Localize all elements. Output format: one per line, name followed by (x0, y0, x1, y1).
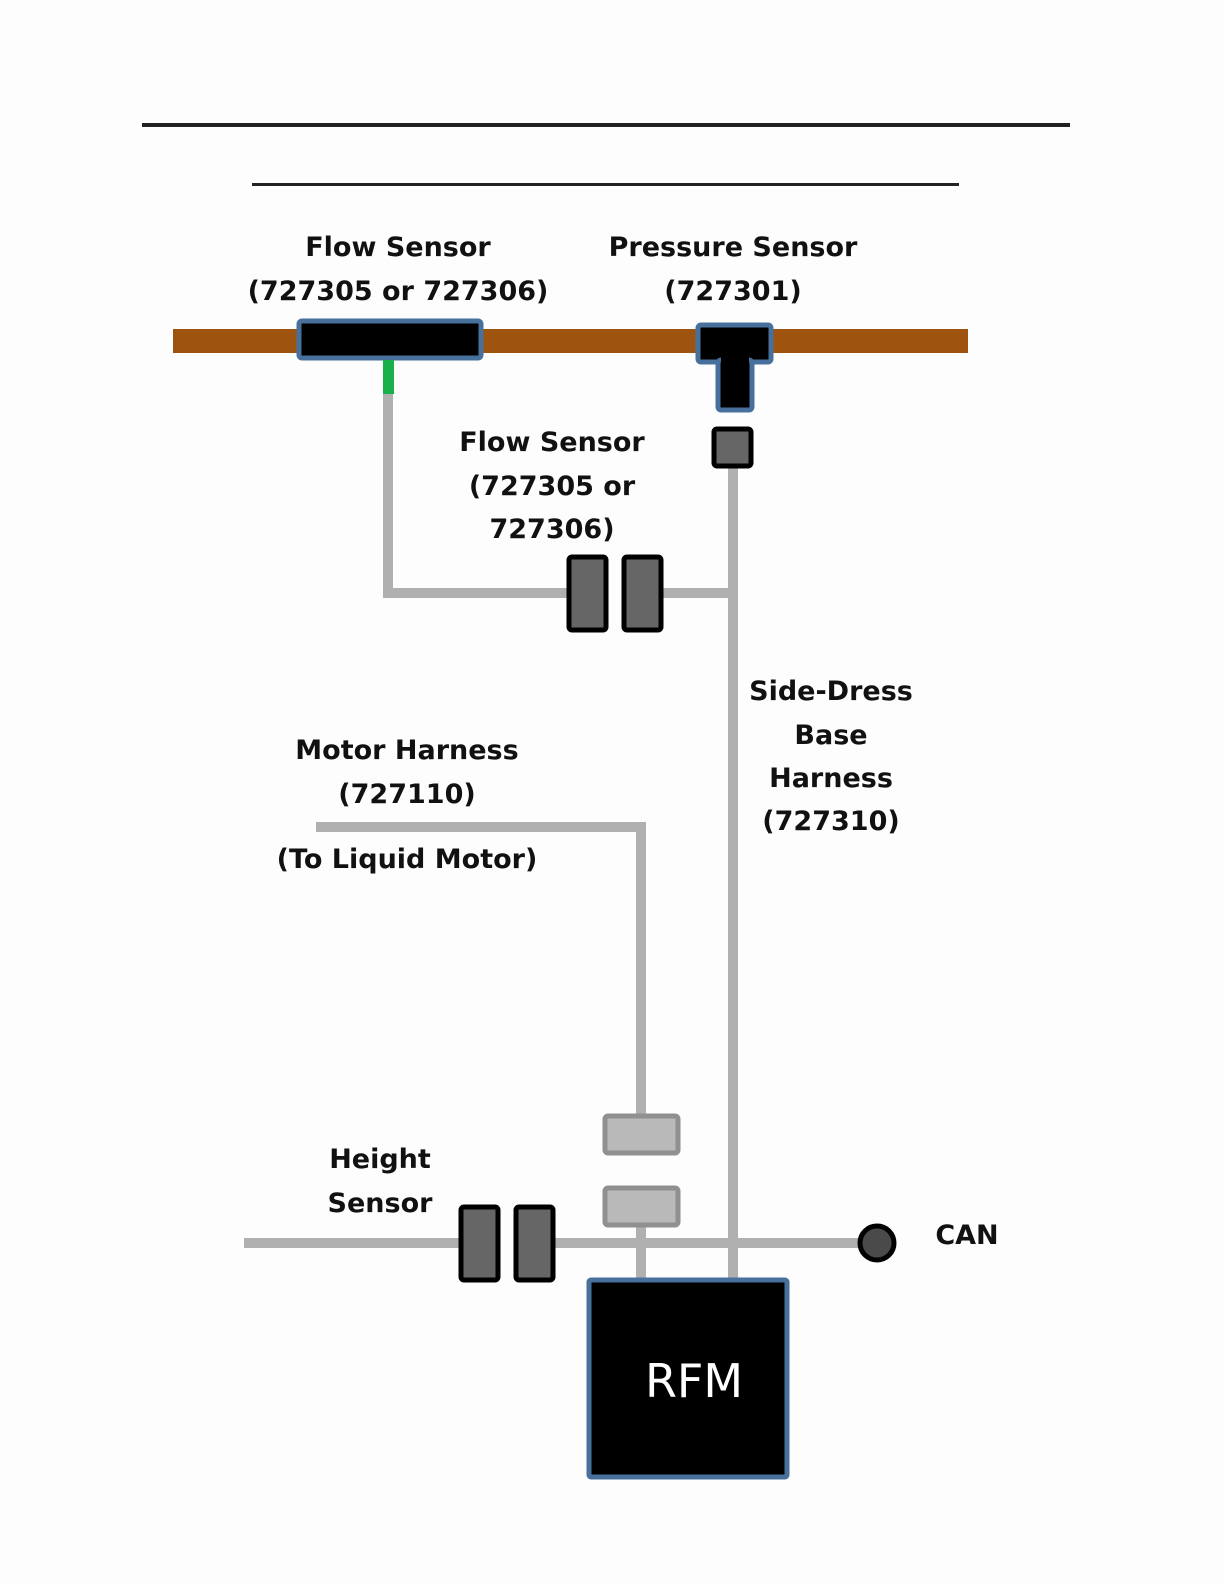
to-liquid-motor-label: (To Liquid Motor) (277, 844, 538, 875)
label-line: Side-Dress (749, 676, 913, 707)
pressure-sensor-joint (721, 357, 749, 365)
flow-connector-right (624, 557, 661, 630)
flow-sensor-mid-label: Flow Sensor (727305 or 727306) (459, 427, 645, 545)
header-rule-top (142, 123, 1070, 127)
height-sensor-label: Height Sensor (328, 1144, 434, 1219)
label-line: Flow Sensor (305, 232, 491, 263)
label-line: Sensor (328, 1188, 434, 1219)
height-connector-left (461, 1207, 498, 1280)
pressure-sensor-label: Pressure Sensor (727301) (609, 232, 858, 307)
rfm-label: RFM (645, 1354, 743, 1408)
pressure-sensor-connector (714, 429, 751, 466)
label-line: 727306) (489, 514, 614, 545)
label-line: Motor Harness (295, 735, 518, 766)
label-line: (727305 or (469, 471, 636, 502)
flow-sensor-top-label: Flow Sensor (727305 or 727306) (248, 232, 549, 307)
label-line: Base (794, 720, 867, 751)
header-rule-bottom (252, 183, 959, 186)
label-line: Flow Sensor (459, 427, 645, 458)
pressure-sensor-body (698, 325, 771, 362)
motor-connector-bottom (605, 1188, 678, 1225)
side-dress-base-harness-label: Side-Dress Base Harness (727310) (749, 676, 913, 837)
flow-connector-left (569, 557, 606, 630)
label-line: Pressure Sensor (609, 232, 858, 263)
flow-sensor-lead (383, 360, 394, 394)
motor-harness-label: Motor Harness (727110) (295, 735, 518, 810)
label-line: (727310) (762, 806, 899, 837)
can-terminator (860, 1226, 894, 1260)
label-line: (727110) (338, 779, 475, 810)
label-line: Harness (769, 763, 893, 794)
liquid-pipe (173, 329, 968, 353)
label-line: Height (329, 1144, 431, 1175)
pressure-sensor-stem (718, 360, 752, 410)
height-connector-right (516, 1207, 553, 1280)
label-line: (727305 or 727306) (248, 276, 549, 307)
label-line: (727301) (664, 276, 801, 307)
motor-connector-top (605, 1116, 678, 1153)
can-label: CAN (935, 1220, 998, 1251)
flow-sensor-body (299, 321, 481, 358)
